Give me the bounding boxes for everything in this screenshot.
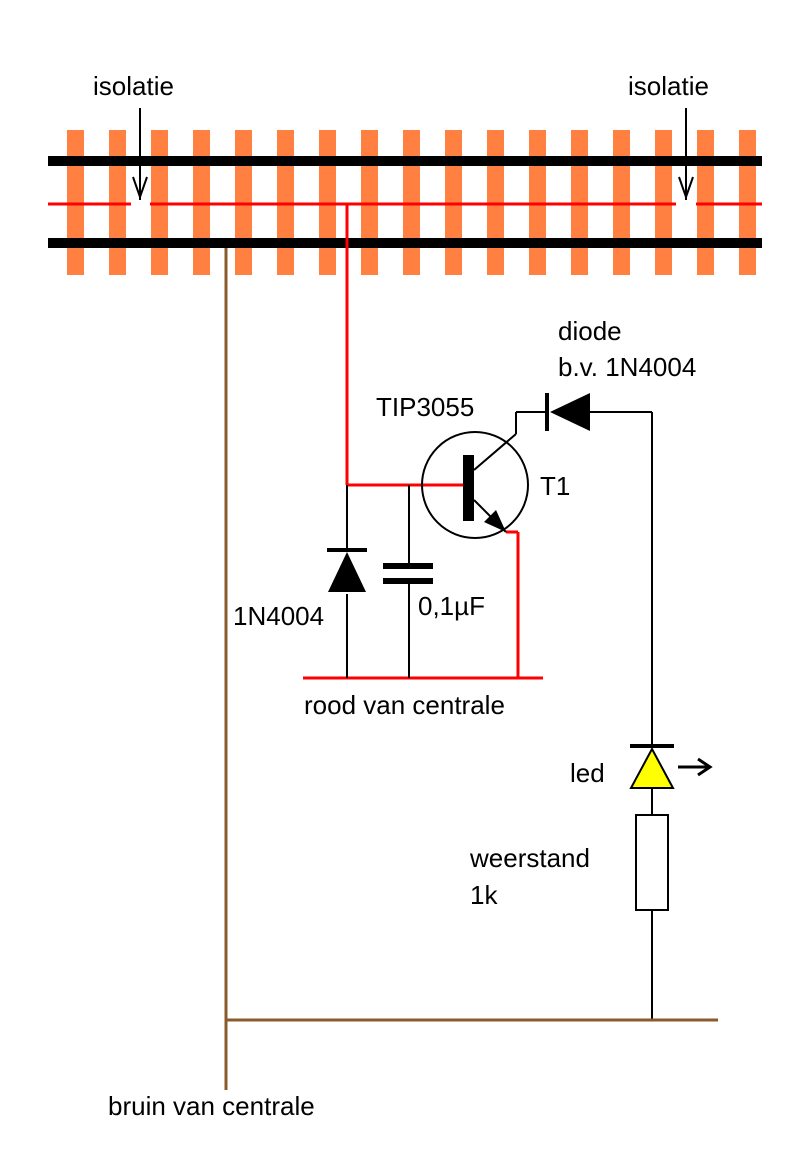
red-wire-label: rood van centrale — [304, 690, 505, 720]
rail-top — [48, 156, 762, 166]
diode-top — [545, 393, 590, 431]
brown-wire-label: bruin van centrale — [108, 1091, 315, 1121]
transistor-t1 — [421, 431, 529, 539]
isolation-label-right: isolatie — [628, 71, 709, 101]
diode-type-label: b.v. 1N4004 — [558, 352, 696, 382]
resistor-value-label: 1k — [470, 880, 498, 910]
rail-bottom — [48, 238, 762, 248]
led-label: led — [570, 758, 605, 788]
led — [629, 744, 713, 789]
diode-title-label: diode — [558, 316, 622, 346]
capacitor — [383, 563, 433, 584]
resistor — [635, 814, 669, 911]
transistor-type-label: TIP3055 — [376, 392, 474, 422]
isolation-label-left: isolatie — [93, 71, 174, 101]
capacitor-label: 0,1µF — [418, 591, 485, 621]
red-wiring — [303, 204, 543, 680]
brown-wiring — [224, 248, 718, 1090]
diode-bottom-label: 1N4004 — [233, 601, 324, 631]
isolation-marker-right — [678, 108, 694, 201]
transistor-ref-label: T1 — [540, 471, 570, 501]
resistor-title-label: weerstand — [469, 843, 590, 873]
isolation-marker-left — [132, 108, 148, 201]
diode-bottom — [327, 548, 367, 592]
black-wiring — [346, 411, 653, 1020]
